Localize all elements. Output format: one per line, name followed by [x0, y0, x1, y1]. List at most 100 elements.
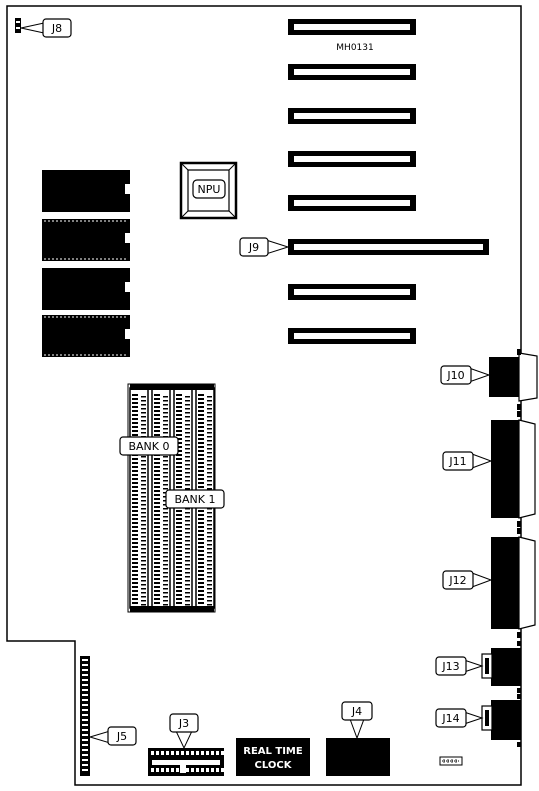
pin-detail — [176, 546, 182, 548]
pin-detail — [132, 478, 138, 480]
pin-detail — [198, 578, 204, 580]
pin-detail — [141, 544, 146, 546]
pin-detail — [154, 494, 160, 496]
pin-detail — [82, 659, 88, 661]
j14-callout: J14 — [435, 708, 484, 728]
pin-detail — [132, 434, 138, 436]
pin-detail — [132, 486, 138, 488]
pin-detail — [163, 424, 168, 426]
pin-detail — [163, 596, 168, 598]
pin-detail — [132, 526, 138, 528]
pin-detail — [141, 596, 146, 598]
pin-detail — [207, 444, 212, 446]
pin-detail — [163, 400, 168, 402]
pin-detail — [141, 492, 146, 494]
j14-connector — [481, 694, 521, 747]
pin-detail — [132, 518, 138, 520]
pin-detail — [207, 456, 212, 458]
pin-detail — [151, 751, 154, 755]
pin-detail — [166, 768, 169, 772]
pin-detail — [176, 526, 182, 528]
crystal-component — [439, 756, 463, 766]
pin-detail — [141, 412, 146, 414]
pin-detail — [163, 532, 168, 534]
pin-detail — [176, 530, 182, 532]
pin-detail — [82, 669, 88, 671]
pin-detail — [176, 486, 182, 488]
pin-detail — [176, 446, 182, 448]
pin-detail — [154, 430, 160, 432]
pin-detail — [207, 408, 212, 410]
pin-detail — [176, 594, 182, 596]
pin-detail — [82, 734, 88, 736]
j11-label: J11 — [448, 455, 466, 468]
pin-detail — [198, 554, 204, 556]
pin-detail — [163, 468, 168, 470]
pin-detail — [154, 470, 160, 472]
pin-detail — [176, 538, 182, 540]
pin-detail — [201, 751, 204, 755]
pin-detail — [132, 474, 138, 476]
pin-detail — [132, 482, 138, 484]
pin-detail — [163, 564, 168, 566]
pin-detail — [198, 418, 204, 420]
pin-detail — [163, 520, 168, 522]
pin-detail — [176, 562, 182, 564]
expansion-slot-3 — [288, 108, 416, 124]
pin-detail — [185, 464, 190, 466]
pin-detail — [163, 508, 168, 510]
pin-detail — [207, 576, 212, 578]
pin-detail — [185, 560, 190, 562]
pin-detail — [161, 751, 164, 755]
pin-detail — [163, 592, 168, 594]
pin-detail — [82, 729, 88, 731]
j3-label: J3 — [178, 717, 189, 730]
pin-detail — [132, 534, 138, 536]
j10-connector — [489, 349, 538, 410]
pin-detail — [132, 506, 138, 508]
pin-detail — [141, 600, 146, 602]
pin-detail — [207, 476, 212, 478]
pin-detail — [198, 526, 204, 528]
pin-detail — [186, 751, 189, 755]
j8-jumper — [15, 18, 21, 33]
pin-detail — [141, 604, 146, 606]
pin-detail — [185, 584, 190, 586]
pin-detail — [82, 709, 88, 711]
pin-detail — [163, 464, 168, 466]
pin-detail — [185, 448, 190, 450]
pin-detail — [198, 594, 204, 596]
pin-detail — [163, 552, 168, 554]
npu-socket: NPU — [179, 161, 238, 220]
pin-detail — [141, 576, 146, 578]
pin-detail — [163, 480, 168, 482]
pin-detail — [82, 664, 88, 666]
pin-detail — [154, 422, 160, 424]
pin-detail — [198, 558, 204, 560]
pin-detail — [154, 602, 160, 604]
pin-detail — [185, 460, 190, 462]
pin-detail — [198, 514, 204, 516]
pin-detail — [207, 536, 212, 538]
pin-detail — [154, 562, 160, 564]
pin-detail — [141, 432, 146, 434]
pin-detail — [185, 408, 190, 410]
pin-detail — [141, 476, 146, 478]
pin-detail — [186, 768, 189, 772]
bank1-label: BANK 1 — [174, 493, 215, 506]
pin-detail — [201, 768, 204, 772]
pin-detail — [185, 548, 190, 550]
pin-detail — [154, 394, 160, 396]
pin-detail — [198, 474, 204, 476]
pin-detail — [207, 508, 212, 510]
pin-detail — [141, 556, 146, 558]
pin-detail — [207, 556, 212, 558]
pin-detail — [154, 586, 160, 588]
pin-detail — [141, 540, 146, 542]
pin-detail — [176, 522, 182, 524]
pin-detail — [185, 420, 190, 422]
pin-detail — [141, 512, 146, 514]
pin-detail — [163, 488, 168, 490]
pin-detail — [198, 454, 204, 456]
pin-detail — [141, 460, 146, 462]
